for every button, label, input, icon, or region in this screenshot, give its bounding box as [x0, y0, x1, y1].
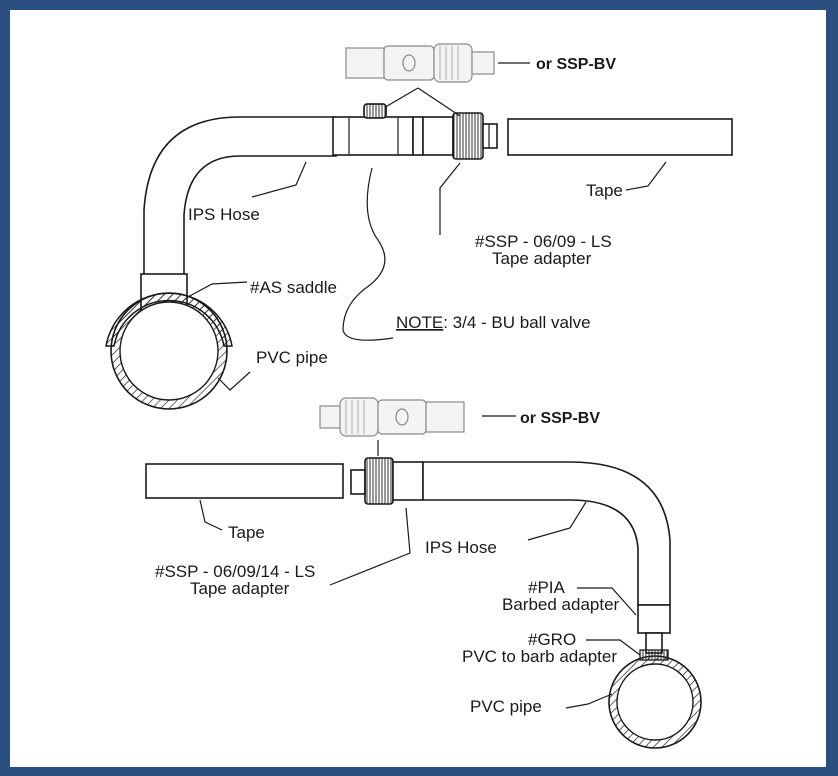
ssp-label-2: #SSP - 06/09/14 - LS	[155, 562, 315, 581]
note-word: NOTE	[396, 313, 443, 332]
gro-label: #GRO	[528, 630, 576, 649]
pia-label: #PIA	[528, 578, 566, 597]
or-ssp-bv-label-2: or SSP-BV	[520, 410, 600, 427]
ssp-tape-adapter-2	[350, 457, 424, 505]
pvc-label-2: PVC pipe	[470, 697, 542, 716]
tape	[507, 118, 733, 156]
ips-hose-leader	[251, 161, 307, 198]
ball-valve	[332, 103, 414, 156]
ips-hose	[143, 116, 337, 276]
tape-label-2: Tape	[228, 523, 265, 542]
note-leader	[342, 167, 394, 341]
alt-pointer-right	[417, 87, 461, 117]
pia-sub-label: Barbed adapter	[502, 595, 620, 614]
saddle-leader	[185, 281, 248, 299]
tape-leader	[625, 161, 667, 191]
pvc-leader-2	[565, 693, 613, 709]
tape-2	[145, 463, 344, 499]
pvc-leader	[217, 371, 251, 391]
ssp-bv-fitting-icon-2	[319, 397, 465, 437]
note-text: : 3/4 - BU ball valve	[443, 313, 590, 332]
bottom-assembly: or SSP-BV Tape IPS Hose #SSP - 06/09/14 …	[145, 397, 702, 749]
gro-sub-label: PVC to barb adapter	[462, 647, 617, 666]
note-label: NOTE: 3/4 - BU ball valve	[396, 313, 591, 332]
gro-leader	[586, 639, 641, 656]
ssp-bv-fitting-icon	[345, 43, 495, 83]
ssp-leader	[439, 162, 461, 235]
hose-stub	[412, 116, 424, 156]
ips-hose-label: IPS Hose	[188, 205, 260, 224]
pia-barbed-adapter	[637, 604, 671, 634]
ips-hose-label-2: IPS Hose	[425, 538, 497, 557]
ssp-sub-label: Tape adapter	[492, 249, 592, 268]
ssp-label: #SSP - 06/09 - LS	[475, 232, 612, 251]
ssp-tape-adapter	[422, 112, 498, 160]
top-assembly: or SSP-BV IPS Ho	[105, 43, 733, 410]
pia-leader	[577, 587, 637, 616]
ssp-sub-label-2: Tape adapter	[190, 579, 290, 598]
saddle-label: #AS saddle	[250, 278, 337, 297]
or-ssp-bv-label: or SSP-BV	[536, 56, 616, 73]
tape-label: Tape	[586, 181, 623, 200]
tape-leader-2	[199, 499, 223, 531]
ips-hose-leader-2	[527, 501, 587, 541]
pvc-label: PVC pipe	[256, 348, 328, 367]
ssp-leader-2	[329, 507, 411, 586]
